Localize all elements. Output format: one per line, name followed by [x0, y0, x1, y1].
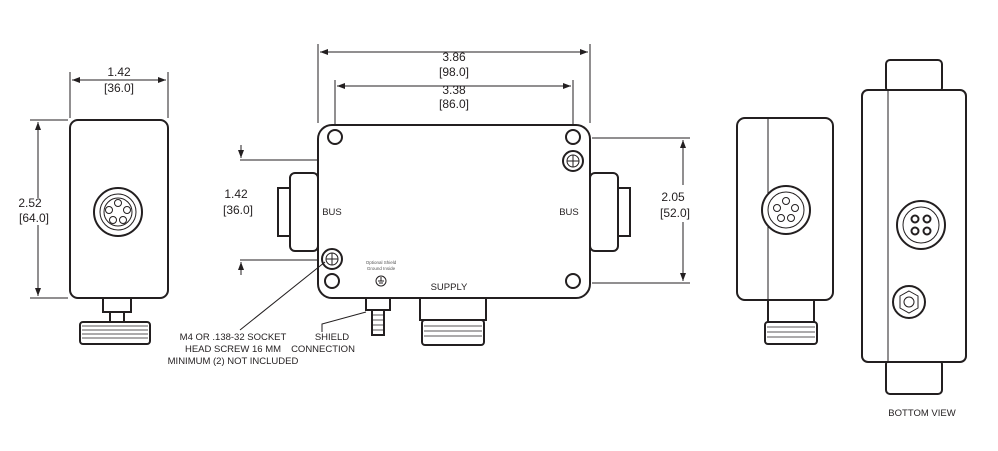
overall-width-dim-inches: 3.86: [442, 50, 466, 64]
screw-icon: [324, 129, 581, 289]
bottom-view: BOTTOM VIEW: [861, 59, 967, 419]
hole-vertical-dim-mm: [36.0]: [223, 203, 253, 217]
bottom-view-label: BOTTOM VIEW: [888, 408, 955, 419]
left-side-view: 1.42 [36.0] 2.52 [64.0]: [18, 65, 169, 345]
screw-note-line2: HEAD SCREW 16 MM: [185, 344, 281, 355]
ground-note-line1: Optional Shield: [366, 260, 397, 265]
overall-width-dim-mm: [98.0]: [439, 65, 469, 79]
screw-note-line1: M4 OR .138-32 SOCKET: [180, 332, 287, 343]
shield-stud-icon: [365, 297, 391, 336]
height-dim-inches: 2.52: [18, 196, 42, 210]
bus-connector-left: [277, 172, 319, 252]
hex-nut-icon: [892, 285, 926, 319]
height-dim-mm: [64.0]: [19, 211, 49, 225]
hole-vertical-dim-inches: 1.42: [224, 187, 248, 201]
screw-note-line3: MINIMUM (2) NOT INCLUDED: [168, 356, 299, 367]
bus-left-label: BUS: [322, 207, 342, 218]
front-view: 3.86 [98.0] 3.38 [86.0] 1.42 [36.0] 2.05…: [168, 44, 690, 367]
right-side-view: [736, 117, 834, 345]
m12-connector-icon: [93, 187, 143, 237]
screw-leader-line: [239, 261, 326, 331]
hole-spacing-dim-mm: [86.0]: [439, 97, 469, 111]
width-dim-mm: [36.0]: [104, 81, 134, 95]
shield-note-line1: SHIELD: [315, 332, 349, 343]
height-dim-inches: 2.05: [661, 190, 685, 204]
hole-spacing-dim-inches: 3.38: [442, 83, 466, 97]
height-dim-mm: [52.0]: [660, 206, 690, 220]
supply-connector: [419, 297, 487, 346]
mounting-hole-icon: [321, 150, 584, 270]
bus-connector-right: [589, 172, 631, 252]
bottom-fitting-icon: [79, 297, 151, 345]
ground-note-line2: Ground Inside: [367, 266, 396, 271]
enclosure-body: [317, 124, 591, 299]
bus-right-label: BUS: [559, 207, 579, 218]
shield-leader-line: [321, 311, 367, 332]
ground-icon: [375, 275, 387, 287]
supply-label: SUPPLY: [431, 282, 468, 293]
width-dim-inches: 1.42: [107, 65, 131, 79]
m12-connector-icon: [761, 185, 811, 235]
m12-connector-icon: [896, 200, 946, 250]
shield-note-line2: CONNECTION: [291, 344, 355, 355]
